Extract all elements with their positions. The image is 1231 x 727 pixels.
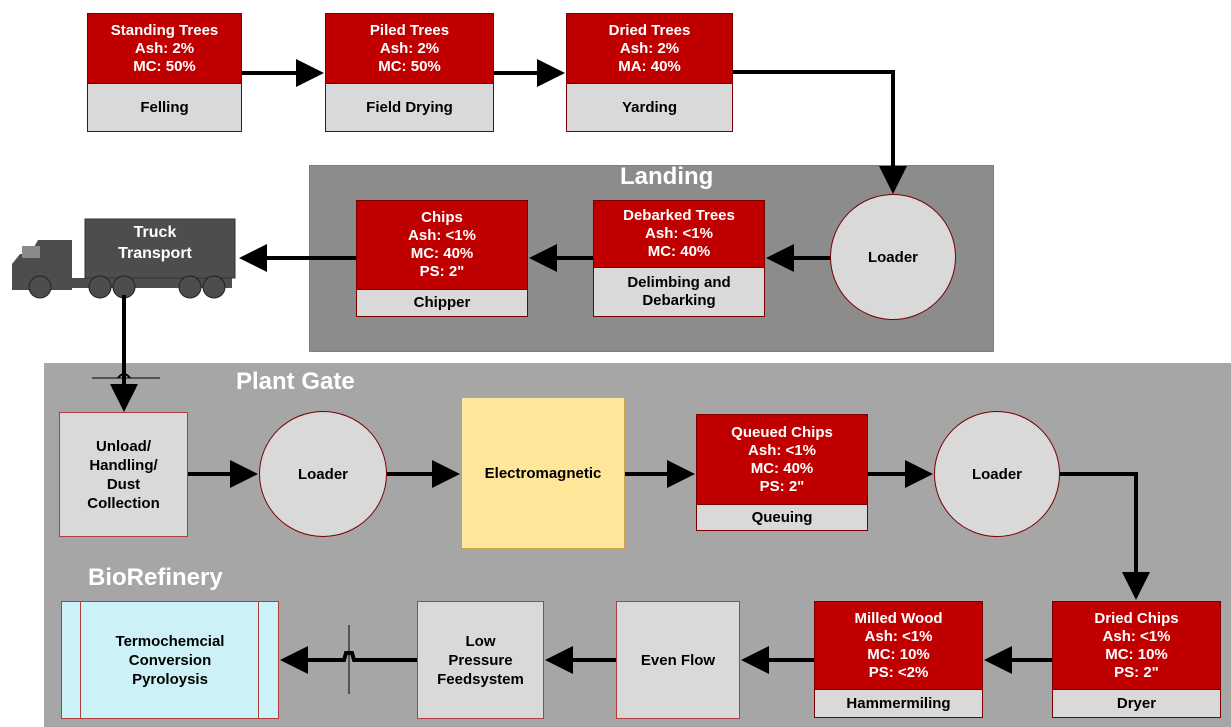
stage-ash: Ash: 2% bbox=[379, 39, 440, 57]
stage-material: Dried Trees bbox=[608, 21, 691, 39]
box-line: Handling/ bbox=[89, 456, 158, 474]
stage-material: Dried Chips bbox=[1094, 609, 1179, 627]
stage-moisture: MC: 50% bbox=[378, 57, 441, 75]
box-line: Pyroloysis bbox=[132, 670, 208, 688]
queuing-stage: Queued Chips Ash: <1% MC: 40% PS: 2" Que… bbox=[696, 414, 868, 531]
pyrolysis-left-divider bbox=[80, 602, 81, 718]
box-line: Unload/ bbox=[96, 437, 151, 455]
stage-ash: Ash: 2% bbox=[134, 39, 195, 57]
stage-material: Milled Wood bbox=[854, 609, 943, 627]
loader-label: Loader bbox=[297, 465, 348, 483]
stage-material: Standing Trees bbox=[110, 21, 219, 39]
box-line: Feedsystem bbox=[437, 670, 524, 688]
loader-label: Loader bbox=[867, 248, 918, 266]
stage-process-label: Hammermiling bbox=[846, 694, 951, 712]
debarking-stage: Debarked Trees Ash: <1% MC: 40% Delimbin… bbox=[593, 200, 765, 317]
stage-moisture: MC: 40% bbox=[647, 243, 711, 260]
arrow-feedsystem-to-pyrolysis bbox=[280, 646, 417, 674]
pyrolysis-right-divider bbox=[258, 602, 259, 718]
plant-loader-1: Loader bbox=[259, 411, 387, 537]
dryer-stage: Dried Chips Ash: <1% MC: 10% PS: 2" Drye… bbox=[1052, 601, 1221, 718]
stage-process-label: Chipper bbox=[413, 294, 471, 311]
crossing-hop-plant bbox=[117, 373, 131, 379]
stage-particle-size: PS: 2" bbox=[1114, 663, 1159, 681]
stage-moisture: MC: 40% bbox=[750, 459, 814, 477]
truck-transport-label: Truck Transport bbox=[85, 222, 225, 264]
stage-moisture: MA: 40% bbox=[618, 57, 681, 75]
even-flow-box: Even Flow bbox=[616, 601, 740, 719]
stage-ash: Ash: 2% bbox=[619, 39, 680, 57]
box-line: Even Flow bbox=[640, 651, 716, 669]
pyrolysis-box: Termochemcial Conversion Pyroloysis bbox=[61, 601, 279, 719]
biorefinery-title: BioRefinery bbox=[88, 564, 223, 591]
stage-material: Piled Trees bbox=[369, 21, 450, 39]
stage-ash: Ash: <1% bbox=[408, 227, 476, 244]
box-line: Low bbox=[465, 632, 496, 650]
stage-process-label: Dryer bbox=[1116, 694, 1157, 712]
stage-moisture: MC: 40% bbox=[410, 245, 474, 262]
landing-title: Landing bbox=[620, 163, 714, 190]
stage-process-label: Yarding bbox=[621, 98, 677, 116]
stage-material: Debarked Trees bbox=[623, 207, 735, 224]
loader-label: Loader bbox=[971, 465, 1022, 483]
box-line: Termochemcial bbox=[115, 632, 225, 650]
stage-moisture: MC: 50% bbox=[133, 57, 196, 75]
stage-particle-size: PS: <2% bbox=[868, 663, 929, 681]
arrow-loader-to-dryer bbox=[1060, 472, 1150, 600]
plant-loader-2: Loader bbox=[934, 411, 1060, 537]
plant-gate-title: Plant Gate bbox=[236, 368, 355, 395]
stage-particle-size: PS: 2" bbox=[419, 263, 465, 280]
landing-loader: Loader bbox=[830, 194, 956, 320]
truck-label-line: Truck bbox=[133, 224, 177, 241]
box-line: Dust bbox=[106, 475, 141, 493]
stage-ash: Ash: <1% bbox=[864, 627, 933, 645]
unload-handling-box: Unload/ Handling/ Dust Collection bbox=[59, 412, 188, 537]
stage-moisture: MC: 10% bbox=[1105, 645, 1168, 663]
chipper-stage: Chips Ash: <1% MC: 40% PS: 2" Chipper bbox=[356, 200, 528, 317]
stage-process-label: Queuing bbox=[751, 508, 813, 526]
stage-process-label: Field Drying bbox=[366, 98, 453, 116]
arrow-yarding-to-landing-loader bbox=[733, 70, 907, 194]
field-drying-stage: Piled Trees Ash: 2% MC: 50% Field Drying bbox=[325, 13, 494, 132]
hammermilling-stage: Milled Wood Ash: <1% MC: 10% PS: <2% Ham… bbox=[814, 601, 983, 718]
box-line: Collection bbox=[87, 494, 160, 512]
stage-ash: Ash: <1% bbox=[1102, 627, 1171, 645]
truck-label-line: Transport bbox=[118, 245, 192, 262]
feedsystem-box: Low Pressure Feedsystem bbox=[417, 601, 544, 719]
stage-process-label: Debarking bbox=[642, 292, 716, 309]
stage-process-label: Felling bbox=[140, 98, 189, 116]
stage-particle-size: PS: 2" bbox=[759, 477, 805, 495]
box-line: Conversion bbox=[128, 651, 212, 669]
stage-moisture: MC: 10% bbox=[867, 645, 930, 663]
box-line: Electromagnetic bbox=[484, 464, 602, 482]
stage-ash: Ash: <1% bbox=[748, 441, 816, 459]
box-line: Pressure bbox=[448, 651, 513, 669]
electromagnetic-box: Electromagnetic bbox=[461, 397, 625, 549]
yarding-stage: Dried Trees Ash: 2% MA: 40% Yarding bbox=[566, 13, 733, 132]
stage-material: Chips bbox=[421, 209, 463, 226]
felling-stage: Standing Trees Ash: 2% MC: 50% Felling bbox=[87, 13, 242, 132]
stage-ash: Ash: <1% bbox=[645, 225, 713, 242]
stage-material: Queued Chips bbox=[731, 423, 833, 441]
stage-process-label: Delimbing and bbox=[627, 274, 731, 291]
truck-icon bbox=[8, 218, 238, 302]
